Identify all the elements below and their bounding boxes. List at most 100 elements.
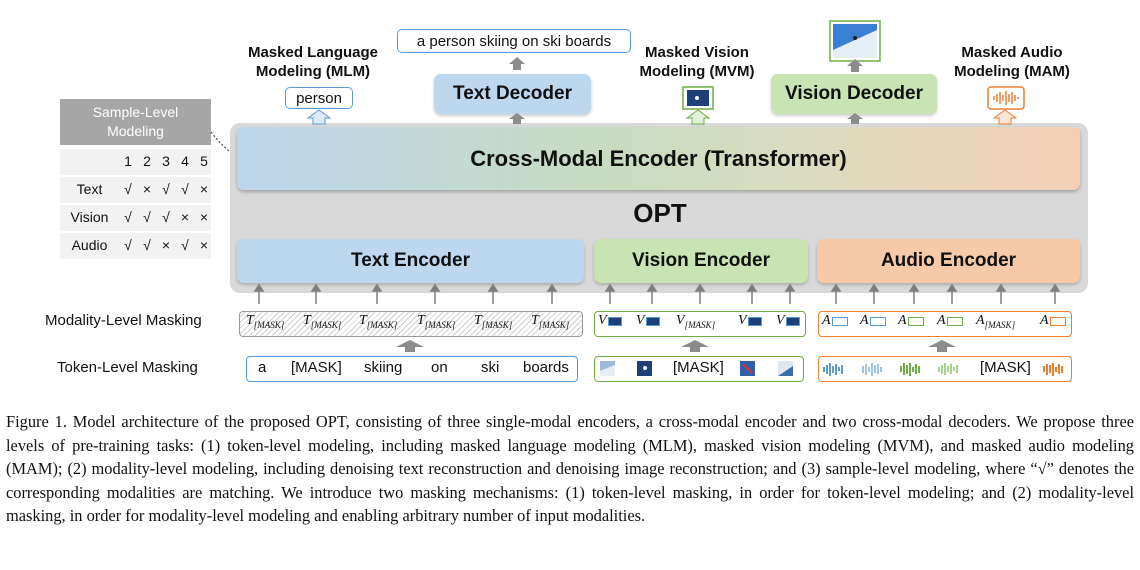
- table-col-header: 3: [162, 153, 170, 169]
- modality-mask-audio-strip: [818, 311, 1072, 337]
- table-cell: √: [124, 181, 132, 197]
- vision-token: V: [636, 313, 660, 329]
- token-symbol: T: [417, 313, 425, 328]
- table-cell: √: [181, 237, 189, 253]
- token-sub: [MASK]: [481, 319, 513, 330]
- token-symbol: T: [531, 313, 539, 328]
- token-level-masking-label: Token-Level Masking: [57, 359, 198, 376]
- text-encoder: Text Encoder: [237, 239, 584, 283]
- table-cell: ×: [161, 237, 171, 253]
- mlm-title-line1: Masked Language: [247, 44, 379, 61]
- token-symbol: T: [359, 313, 367, 328]
- token-symbol: V: [776, 313, 785, 328]
- token-symbol: V: [676, 313, 685, 328]
- table-cell: √: [162, 181, 170, 197]
- token-sub: [MASK]: [310, 319, 342, 330]
- audio-encoder: Audio Encoder: [817, 239, 1080, 283]
- cross-modal-encoder: Cross-Modal Encoder (Transformer): [237, 127, 1080, 190]
- audio-token-masked: A[MASK]: [976, 313, 1015, 330]
- vision-token: V: [776, 313, 800, 329]
- mvm-title: Masked Vision Modeling (MVM): [622, 43, 772, 81]
- vision-decoder: Vision Decoder: [771, 74, 937, 114]
- arrows-layer: [253, 57, 1061, 352]
- vision-token-masked: V[MASK]: [676, 313, 715, 330]
- token-symbol: A: [976, 313, 985, 328]
- table-col-header: 1: [124, 153, 132, 169]
- mam-output-audio-icon: [987, 86, 1025, 110]
- figure-caption: Figure 1. Model architecture of the prop…: [6, 412, 1134, 525]
- text-token-masked: T[MASK]: [303, 313, 341, 330]
- text-token-masked: T[MASK]: [474, 313, 512, 330]
- token-symbol: A: [860, 313, 869, 328]
- token-symbol: A: [937, 313, 946, 328]
- audio-wave-icon: [900, 362, 920, 376]
- audio-token: A: [822, 313, 848, 329]
- table-col-header: 4: [181, 153, 189, 169]
- vision-mask-token: [MASK]: [673, 359, 724, 376]
- text-token-masked: T[MASK]: [531, 313, 569, 330]
- table-row-bg: [60, 177, 211, 203]
- text-token: [MASK]: [291, 359, 342, 376]
- mam-up-arrow: [992, 109, 1018, 125]
- audio-token: A: [1040, 313, 1066, 329]
- text-token: a: [258, 359, 267, 376]
- mlm-title-line2: Modeling (MLM): [255, 63, 371, 80]
- vision-patch-icon: [740, 361, 755, 376]
- token-symbol: T: [474, 313, 482, 328]
- token-sub: [MASK]: [366, 319, 398, 330]
- text-token: skiing: [364, 359, 403, 376]
- mam-title-line2: Modeling (MAM): [954, 63, 1070, 80]
- opt-label: OPT: [633, 198, 687, 228]
- token-symbol: V: [598, 313, 607, 328]
- text-decoder-output: a person skiing on ski boards: [397, 29, 631, 53]
- table-cell: ×: [180, 209, 190, 225]
- mvm-output-image-icon: [682, 86, 714, 110]
- table-row-label: Text: [76, 181, 103, 197]
- audio-token: A: [937, 313, 963, 329]
- sample-title-line1: Sample-Level: [92, 104, 179, 120]
- modality-mask-vision-strip: [594, 311, 806, 337]
- vision-patch-icon: [600, 361, 615, 376]
- mlm-up-arrow: [306, 109, 332, 125]
- table-row-bg: [60, 205, 211, 231]
- vision-token: V: [598, 313, 622, 329]
- text-token-masked: T[MASK]: [417, 313, 455, 330]
- table-cell: ×: [199, 237, 209, 253]
- text-token: ski: [481, 359, 500, 376]
- audio-wave-icon: [823, 362, 843, 376]
- audio-token: A: [860, 313, 886, 329]
- vision-patch-icon: [637, 361, 652, 376]
- sample-title-line2: Modeling: [107, 123, 164, 139]
- table-cell: √: [124, 209, 132, 225]
- modality-level-masking-label: Modality-Level Masking: [45, 312, 202, 329]
- mlm-title: Masked Language Modeling (MLM): [238, 43, 388, 81]
- audio-wave-icon: [938, 362, 958, 376]
- token-sub: [MASK]: [253, 319, 285, 330]
- token-mask-vision-strip: [594, 356, 804, 382]
- table-col-header: 5: [200, 153, 208, 169]
- vision-encoder: Vision Encoder: [594, 239, 808, 283]
- token-symbol: A: [898, 313, 907, 328]
- mvm-title-line1: Masked Vision: [645, 44, 749, 61]
- token-symbol: A: [822, 313, 831, 328]
- sample-level-header: Sample-Level Modeling: [60, 99, 211, 145]
- token-sub: [MASK]: [424, 319, 456, 330]
- text-token-masked: T[MASK]: [359, 313, 397, 330]
- table-connector: [210, 131, 240, 159]
- table-cell: ×: [199, 209, 209, 225]
- mlm-output: person: [285, 87, 353, 109]
- table-row-bg: [60, 149, 211, 175]
- token-symbol: T: [246, 313, 254, 328]
- token-symbol: T: [303, 313, 311, 328]
- table-cell: ×: [142, 181, 152, 197]
- vision-token: V: [738, 313, 762, 329]
- text-token: boards: [523, 359, 569, 376]
- table-cell: √: [124, 237, 132, 253]
- table-cell: √: [143, 209, 151, 225]
- token-symbol: A: [1040, 313, 1049, 328]
- token-sub: [MASK]: [684, 319, 716, 330]
- token-mask-text-strip: [246, 356, 578, 382]
- audio-wave-icon: [862, 362, 882, 376]
- audio-token: A: [898, 313, 924, 329]
- token-symbol: V: [636, 313, 645, 328]
